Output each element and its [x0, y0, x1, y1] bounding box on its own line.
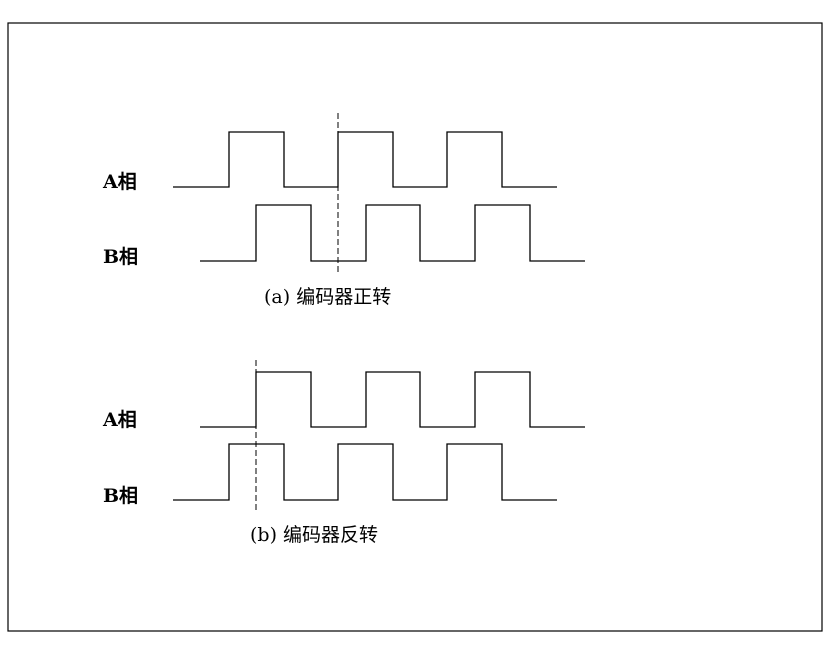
a-forward-phase-a-waveform	[173, 131, 557, 188]
b-reverse-caption: (b) 编码器反转	[250, 524, 378, 546]
a-forward-phase-b-waveform	[200, 204, 585, 262]
b-reverse-phase-a-label: A相	[102, 409, 137, 431]
b-reverse-phase-a-waveform	[200, 371, 585, 428]
a-forward-caption: (a) 编码器正转	[264, 286, 391, 308]
a-forward-phase-a-label: A相	[102, 171, 137, 193]
b-reverse-phase-b-waveform	[173, 443, 557, 501]
figure-frame	[7, 22, 823, 632]
a-forward-phase-b-label: B相	[103, 246, 138, 268]
b-reverse-phase-b-label: B相	[103, 485, 138, 507]
